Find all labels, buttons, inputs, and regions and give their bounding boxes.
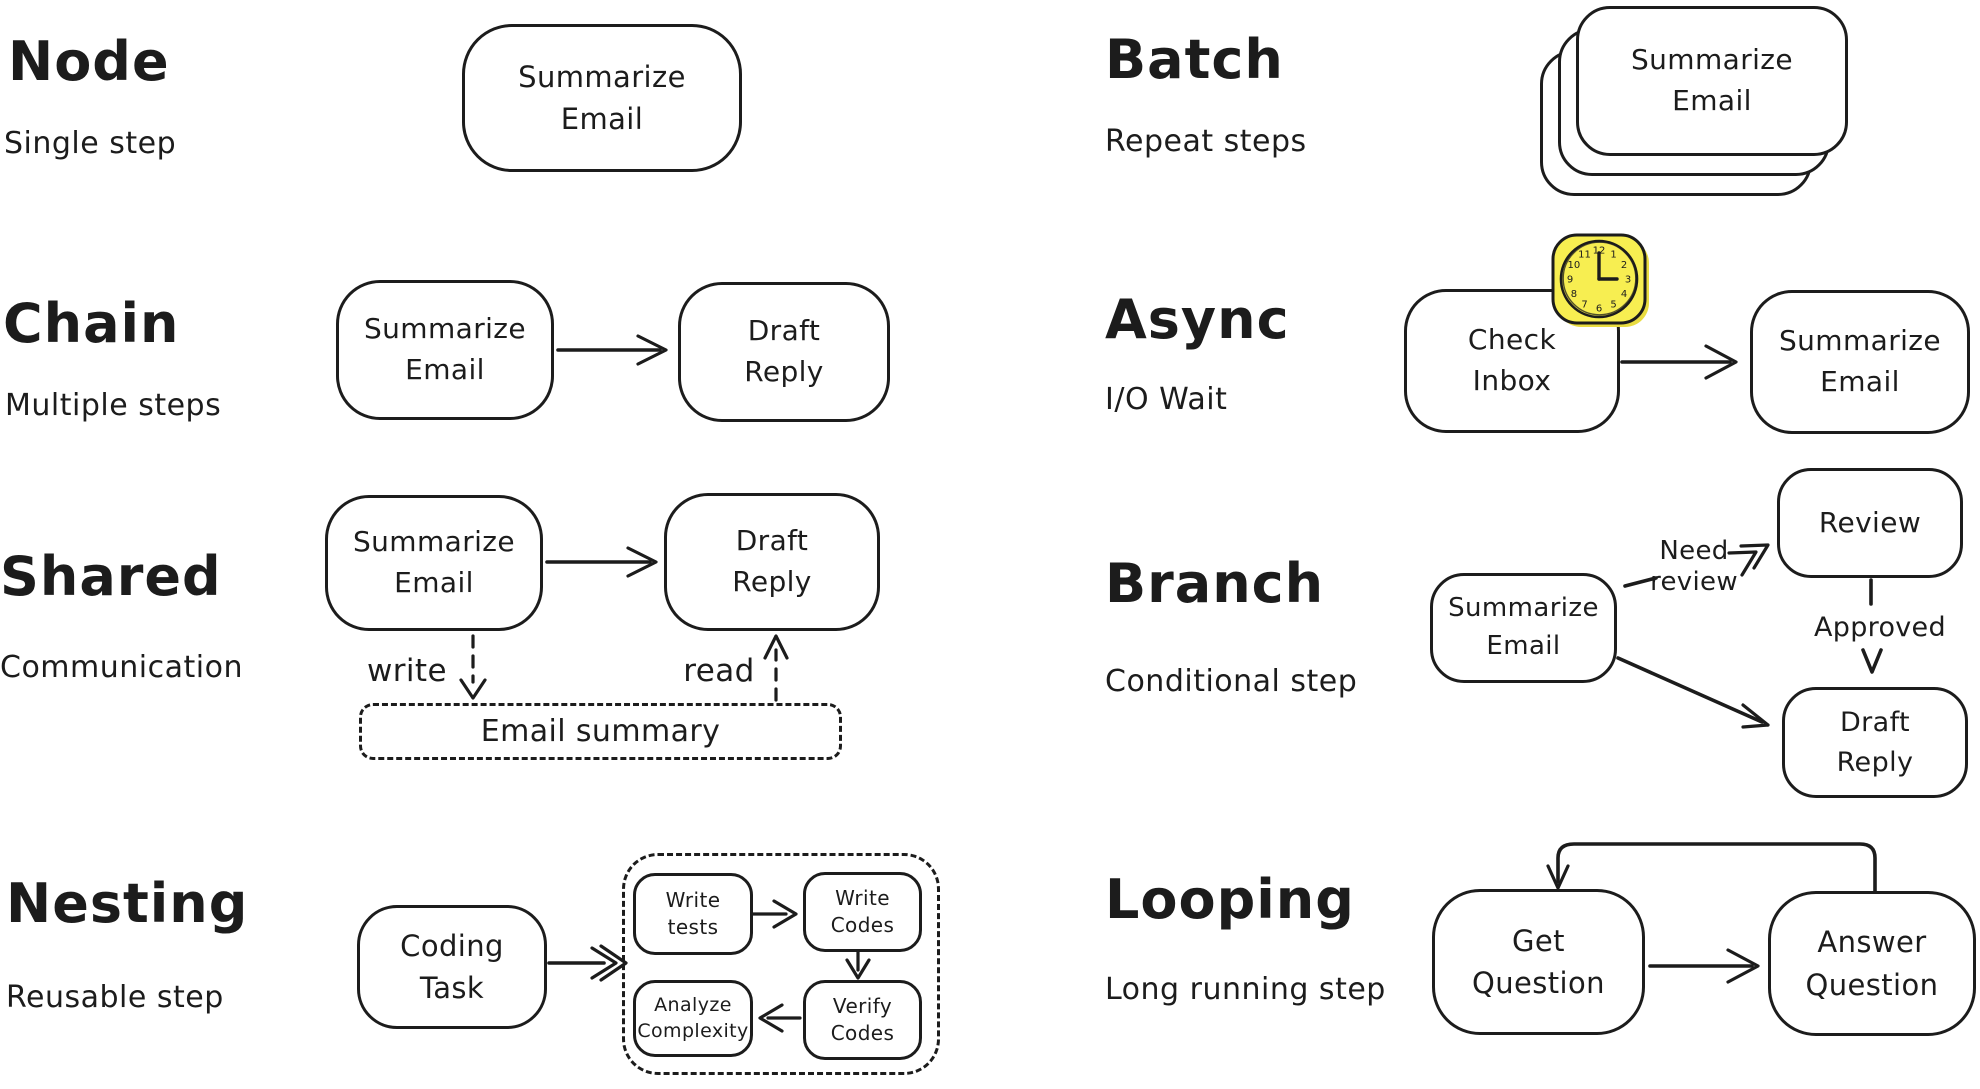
svg-text:1: 1 [1610, 250, 1616, 261]
chain-box-draft-reply: Draft Reply [678, 282, 890, 422]
shared-arrow [545, 546, 658, 578]
chain-section-subtitle: Multiple steps [5, 388, 222, 423]
branch-approved-label: Approved [1814, 612, 1946, 643]
shared-read-label: read [683, 653, 755, 689]
looping-arrow [1648, 948, 1760, 984]
nesting-box-write-codes: Write Codes [803, 872, 922, 952]
node-box-summarize-email: Summarize Email [462, 24, 742, 172]
nesting-section-subtitle: Reusable step [6, 980, 224, 1015]
branch-section-subtitle: Conditional step [1105, 664, 1358, 699]
looping-section-title: Looping [1105, 868, 1355, 931]
svg-text:12: 12 [1593, 246, 1606, 257]
svg-text:3: 3 [1625, 275, 1631, 286]
svg-text:9: 9 [1567, 275, 1573, 286]
async-section-title: Async [1105, 288, 1290, 351]
batch-card-front: Summarize Email [1576, 6, 1848, 156]
async-section-subtitle: I/O Wait [1105, 382, 1228, 417]
looping-section-subtitle: Long running step [1105, 972, 1386, 1007]
node-section-subtitle: Single step [4, 126, 177, 161]
batch-section-title: Batch [1105, 28, 1284, 91]
nesting-box-coding-task: Coding Task [357, 905, 547, 1029]
looping-box-answer-question: Answer Question [1768, 891, 1976, 1036]
shared-store-email-summary: Email summary [359, 703, 842, 760]
shared-section-title: Shared [0, 545, 222, 608]
svg-text:2: 2 [1621, 260, 1627, 271]
svg-text:6: 6 [1596, 304, 1602, 315]
nesting-box-verify-codes: Verify Codes [803, 980, 922, 1060]
svg-text:10: 10 [1568, 260, 1581, 271]
looping-loopback-arrow [1546, 842, 1877, 893]
branch-need-review-label: Need review [1650, 536, 1738, 597]
chain-box-summarize-email: Summarize Email [336, 280, 554, 420]
nesting-section-title: Nesting [6, 872, 249, 935]
nesting-box-write-tests: Write tests [633, 873, 753, 955]
async-arrow [1620, 344, 1738, 380]
node-section-title: Node [8, 30, 170, 93]
shared-write-label: write [367, 653, 447, 689]
looping-box-get-question: Get Question [1432, 889, 1645, 1035]
svg-text:5: 5 [1610, 300, 1616, 311]
branch-box-review: Review [1777, 468, 1963, 578]
shared-write-arrow [459, 634, 487, 700]
chain-section-title: Chain [3, 292, 180, 355]
shared-box-draft-reply: Draft Reply [664, 493, 880, 631]
nesting-box-analyze-complexity: Analyze Complexity [633, 980, 753, 1057]
async-box-summarize-email: Summarize Email [1750, 290, 1970, 434]
svg-text:7: 7 [1581, 300, 1587, 311]
shared-section-subtitle: Communication [0, 650, 243, 685]
nesting-arrow [547, 944, 628, 982]
svg-text:4: 4 [1621, 289, 1627, 300]
shared-box-summarize-email: Summarize Email [325, 495, 543, 631]
branch-box-summarize-email: Summarize Email [1430, 573, 1617, 683]
branch-direct-arrow [1616, 656, 1770, 729]
branch-section-title: Branch [1105, 552, 1325, 615]
async-box-check-inbox: Check Inbox [1404, 289, 1620, 433]
chain-arrow [556, 334, 668, 366]
svg-text:11: 11 [1578, 250, 1591, 261]
svg-text:8: 8 [1571, 289, 1577, 300]
branch-box-draft-reply: Draft Reply [1782, 687, 1968, 798]
batch-section-subtitle: Repeat steps [1105, 124, 1307, 159]
